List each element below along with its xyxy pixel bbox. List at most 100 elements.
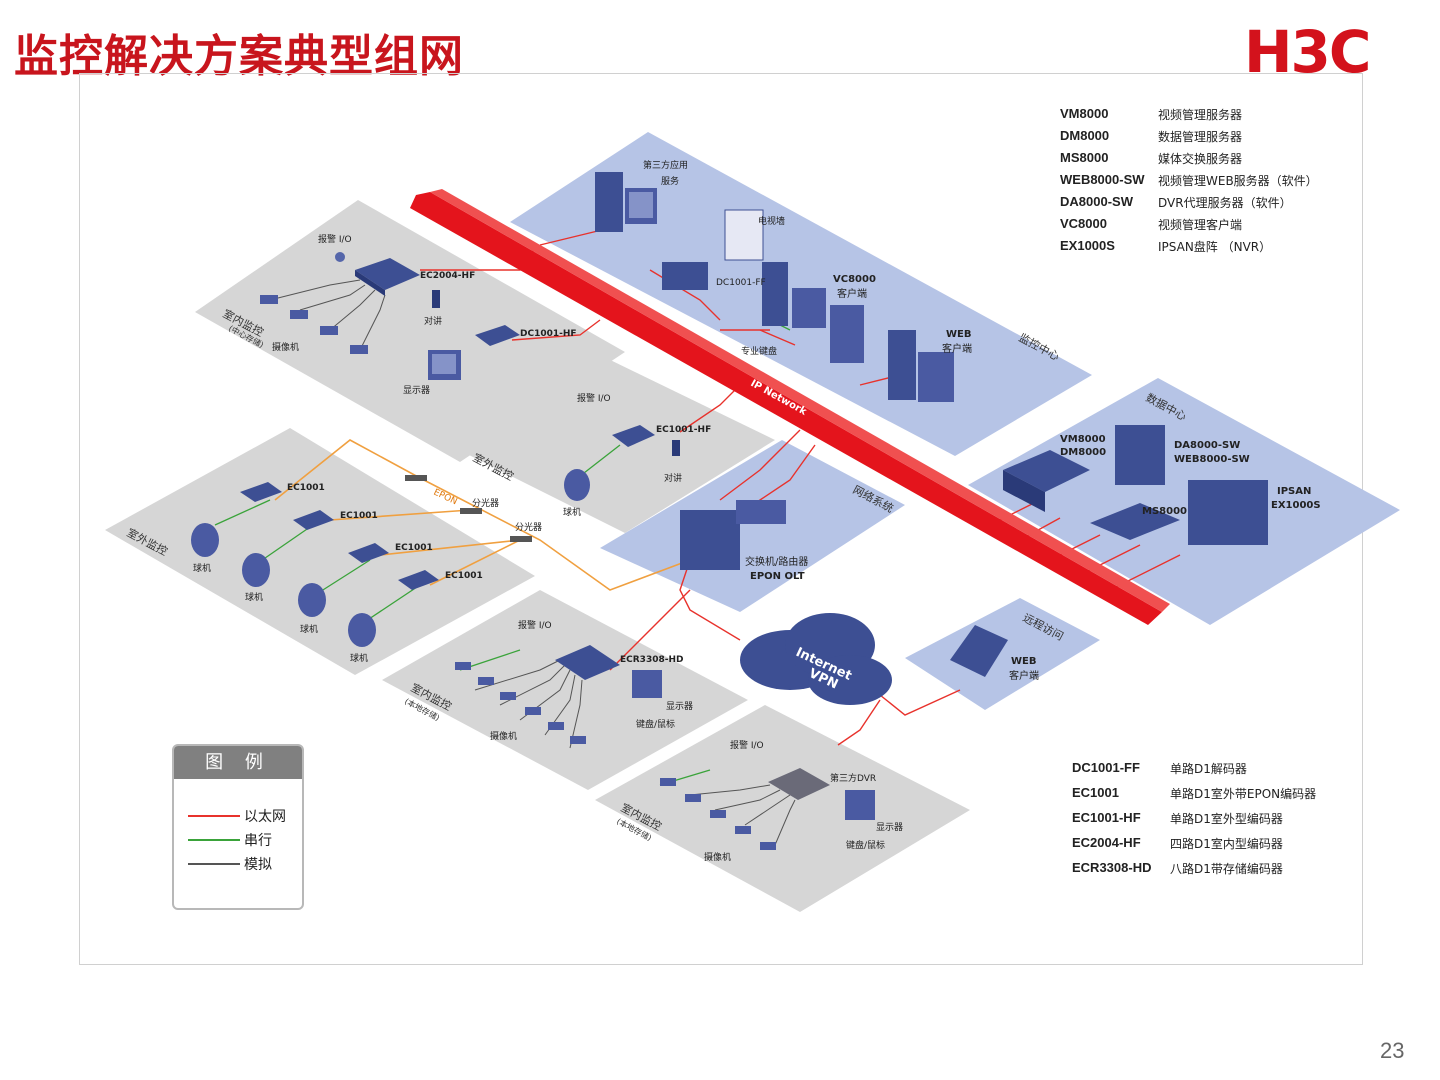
legend-desc: 单路D1室外型编码器 (1170, 812, 1283, 826)
laptop-icon (950, 625, 1008, 677)
monitor-label-3: 显示器 (876, 822, 903, 833)
legend-row: DC1001-FF 单路D1解码器 (1072, 760, 1316, 785)
legend-desc: IPSAN盘阵 （NVR） (1158, 240, 1272, 254)
monitor-label-2: 显示器 (666, 701, 693, 712)
legend-code: DM8000 (1060, 128, 1110, 143)
internet-cloud (740, 613, 892, 705)
legend-desc: 媒体交换服务器 (1158, 152, 1243, 166)
legend-desc: 视频管理WEB服务器（软件） (1158, 174, 1318, 188)
legend-row: DM8000 数据管理服务器 (1060, 128, 1318, 150)
monitor-label-1: 显示器 (403, 385, 430, 396)
zone-indoor-local-platform (382, 590, 748, 790)
key-row-analog: 模拟 (188, 854, 272, 874)
legend-code: WEB8000-SW (1060, 172, 1145, 187)
line-key-box: 图 例 以太网 串行 模拟 (172, 744, 304, 910)
camera-icons-room4 (660, 778, 776, 850)
legend-row: WEB8000-SW 视频管理WEB服务器（软件） (1060, 172, 1318, 194)
legend-code: DA8000-SW (1060, 194, 1133, 209)
zone-network-platform (600, 440, 905, 612)
service-label: 服务 (661, 175, 679, 187)
monitor-2-icon (632, 670, 662, 698)
tv-wall-label: 电视墙 (758, 215, 785, 227)
legend-desc: 数据管理服务器 (1158, 130, 1243, 144)
web8000-dc-label: WEB8000-SW (1174, 454, 1250, 465)
legend-desc: 单路D1解码器 (1170, 762, 1247, 776)
dome-label-1: 球机 (193, 562, 211, 574)
ec1001-label-3: EC1001 (395, 543, 433, 553)
analog-line-swatch (188, 863, 240, 865)
ms8000-server-icon (1090, 503, 1180, 540)
legend-row: EC1001-HF 单路D1室外型编码器 (1072, 810, 1316, 835)
dc1001ff-device (662, 262, 708, 290)
third-dvr-device (768, 768, 830, 800)
kb-mouse-label-2: 键盘/鼠标 (846, 839, 885, 851)
alarm-io-label-1: 报警 I/O (318, 233, 352, 245)
splitter-label-2: 分光器 (515, 521, 542, 533)
remote-client-label: 客户端 (1009, 669, 1039, 682)
ec2004-device (355, 258, 420, 296)
legend-code: EC1001-HF (1072, 810, 1141, 825)
alarm-io-label-3: 报警 I/O (518, 619, 552, 631)
da8000-dc-label: DA8000-SW (1174, 440, 1240, 451)
da8000-server-icon (1115, 425, 1165, 485)
ipsan-array-icon (1188, 480, 1268, 545)
legend-desc: 单路D1室外带EPON编码器 (1170, 787, 1317, 801)
legend-desc: 视频管理服务器 (1158, 108, 1243, 122)
web-client-label: 客户端 (942, 342, 972, 355)
camera-label-3: 摄像机 (490, 730, 517, 742)
ecr3308-label: ECR3308-HD (620, 655, 683, 665)
tv-wall-icon (724, 209, 764, 261)
legend-code: EC2004-HF (1072, 835, 1141, 850)
zone-outdoor-platform-1 (105, 428, 535, 675)
dome-label-4: 球机 (350, 652, 368, 664)
alarm-io-label-4: 报警 I/O (730, 739, 764, 751)
key-label: 以太网 (244, 809, 286, 825)
legend-row: EX1000S IPSAN盘阵 （NVR） (1060, 238, 1318, 260)
ec1001hf-device (612, 425, 655, 447)
legend-code: EX1000S (1060, 238, 1115, 253)
remote-web-label: WEB (1011, 656, 1036, 667)
key-row-serial: 串行 (188, 830, 272, 850)
third-party-server-icon (595, 172, 657, 232)
vc8000-client-icon (762, 262, 864, 363)
ethernet-line-swatch (188, 815, 240, 817)
ip-network-backbone (410, 192, 1162, 625)
product-legend-bottom: DC1001-FF 单路D1解码器 EC1001 单路D1室外带EPON编码器 EC… (1072, 760, 1316, 885)
dome-label-room2: 球机 (563, 506, 581, 518)
camera-icons-room3 (455, 662, 586, 744)
ipsan-label: IPSAN (1277, 486, 1311, 497)
ec1001-devices (240, 482, 439, 590)
dome-camera-icons (191, 523, 376, 647)
legend-code: EC1001 (1072, 785, 1119, 800)
key-label: 模拟 (244, 857, 272, 873)
legend-desc: DVR代理服务器（软件） (1158, 196, 1292, 210)
legend-row: EC2004-HF 四路D1室内型编码器 (1072, 835, 1316, 860)
dome-label-3: 球机 (300, 623, 318, 635)
vm-dm8000-server-icon (1003, 450, 1090, 512)
zone-outdoor-platform-2 (455, 355, 775, 533)
page-number: 23 (1380, 1038, 1405, 1063)
legend-desc: 四路D1室内型编码器 (1170, 837, 1283, 851)
zone-indoor-center-platform (195, 200, 625, 462)
intercom-label-2: 对讲 (664, 472, 682, 484)
web-client-icon (888, 330, 954, 402)
third-dvr-label: 第三方DVR (830, 772, 876, 784)
line-key-title: 图 例 (174, 746, 302, 779)
dome-label-2: 球机 (245, 591, 263, 603)
intercom-icon (432, 290, 440, 308)
dc1001hf-device (475, 325, 520, 346)
ec1001-label-1: EC1001 (287, 483, 325, 493)
camera-label-4: 摄像机 (704, 851, 731, 863)
zone-remote-platform (905, 598, 1100, 710)
serial-line-swatch (188, 839, 240, 841)
ec1001-label-2: EC1001 (340, 511, 378, 521)
key-label: 串行 (244, 833, 272, 849)
camera-icons-room1 (260, 295, 368, 354)
vc8000-label: VC8000 (833, 274, 876, 285)
legend-row: DA8000-SW DVR代理服务器（软件） (1060, 194, 1318, 216)
legend-code: DC1001-FF (1072, 760, 1140, 775)
intercom-label-1: 对讲 (424, 315, 442, 327)
